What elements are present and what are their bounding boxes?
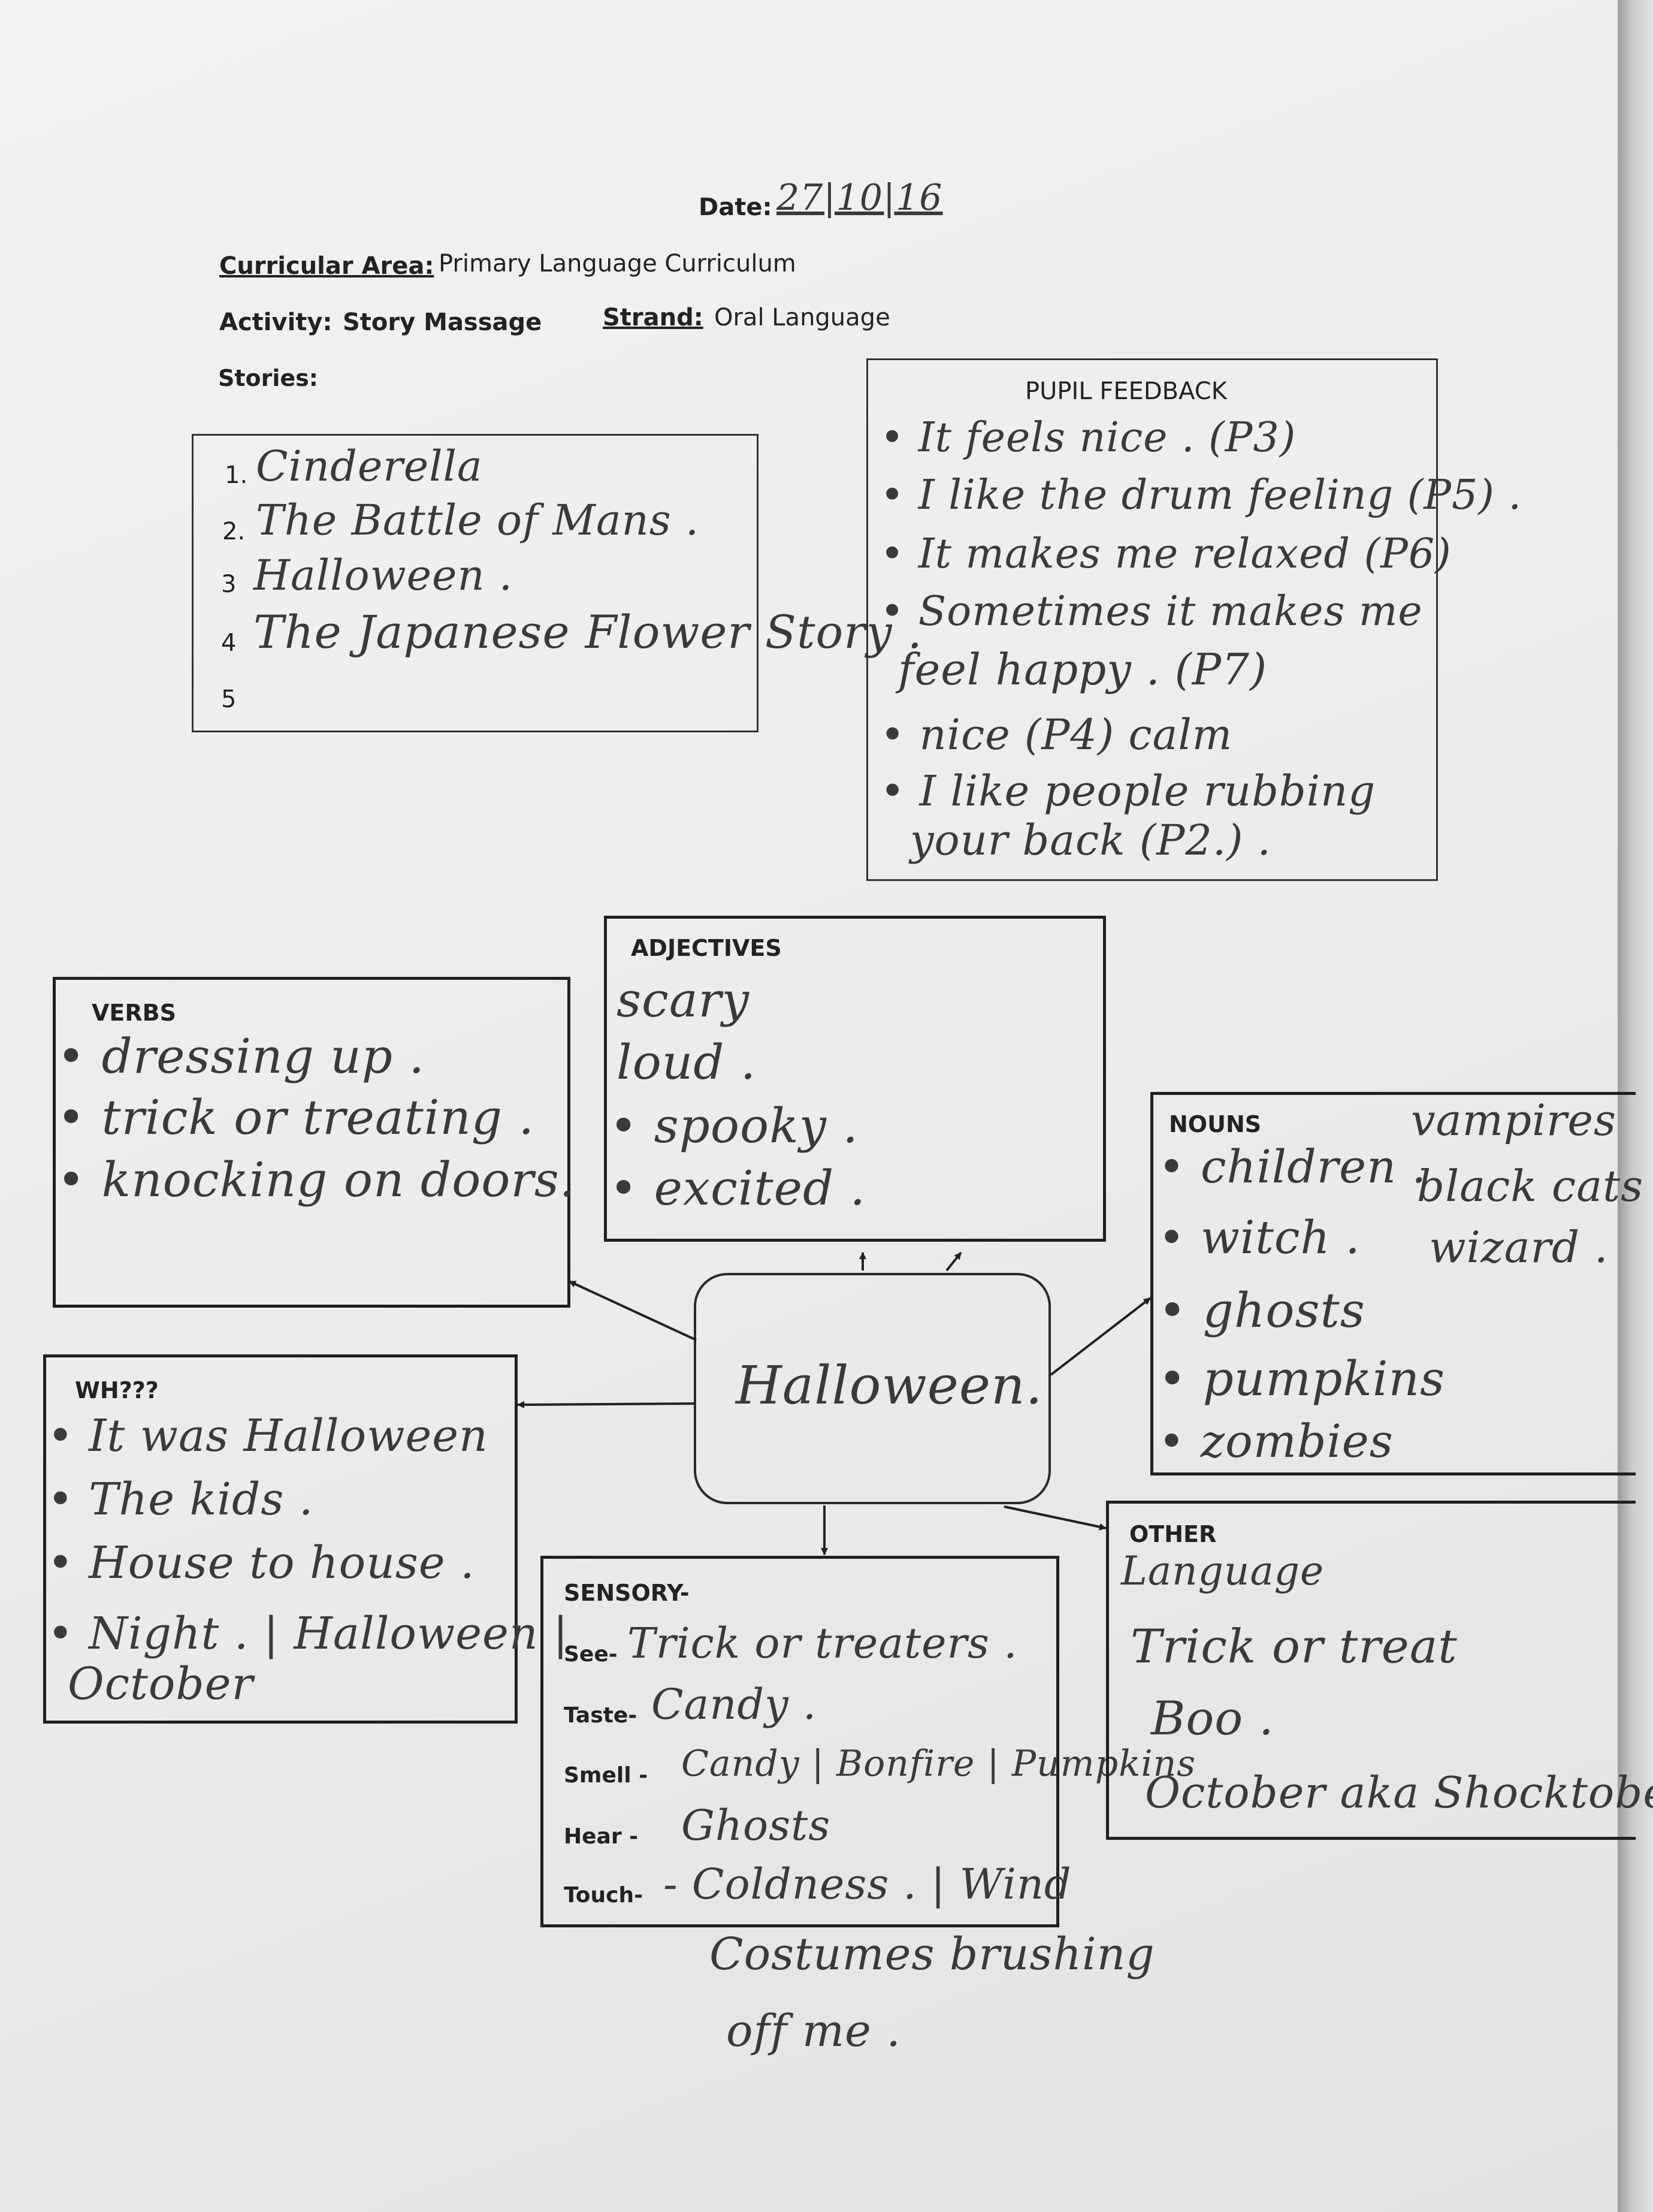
verb-item: • trick or treating . [57,1090,534,1145]
sensory-note: off me . [726,2005,901,2057]
pupil-feedback-box: PUPIL FEEDBACK • It feels nice . (P3) • … [866,358,1521,881]
feedback-line: • nice (P4) calm [880,710,1233,759]
sensory-label: Taste- [564,1703,637,1728]
nouns-box: NOUNS • children . • witch . • ghosts • … [1150,1092,1643,1475]
feedback-line: • I like the drum feeling (P5) . [880,472,1522,519]
noun-item: • zombies [1158,1414,1394,1468]
sensory-note: Costumes brushing [709,1929,1155,1980]
feedback-line: • It feels nice . (P3) [880,414,1297,461]
feedback-line: • Sometimes it makes me [880,588,1423,635]
wh-item: • It was Halloween [47,1410,488,1462]
sensory-value: Ghosts [681,1801,831,1850]
nouns-title: NOUNS [1169,1111,1262,1137]
sensory-label: Touch- [564,1883,643,1908]
wh-title: WH??? [75,1377,159,1404]
arrow-to-verbs [569,1280,697,1341]
sensory-value: Candy | Bonfire | Pumpkins [681,1743,1196,1785]
central-topic-box: Halloween. [694,1273,1051,1504]
other-title: OTHER [1129,1521,1217,1547]
stories-label: Stories: [218,365,318,391]
story-number: 2. [222,518,246,545]
stories-box: 1. Cinderella 2. The Battle of Mans . 3 … [192,434,922,732]
date-label: Date: [699,194,772,221]
other-item: Boo . [1151,1692,1274,1746]
pupil-feedback-title: PUPIL FEEDBACK [1025,378,1227,405]
sensory-value: Trick or treaters . [627,1619,1018,1668]
feedback-line: feel happy . (P7) [898,644,1268,695]
noun-item: wizard . [1429,1222,1609,1272]
verbs-title: VERBS [92,1000,176,1026]
verb-item: • dressing up . [57,1028,425,1084]
page-edge-shadow [1618,0,1653,2212]
story-number: 3 [221,571,237,598]
central-topic-text: Halloween. [736,1354,1043,1416]
strand-label: Strand: [603,304,703,331]
sensory-title: SENSORY- [564,1580,690,1606]
feedback-line: • I like people rubbing [880,766,1376,816]
noun-item: • ghosts [1158,1282,1365,1338]
sensory-value: Candy . [651,1680,817,1729]
arrow-to-wh [517,1401,696,1408]
sensory-value: - Coldness . | Wind [663,1860,1072,1909]
arrow-to-adjectives-2 [945,1251,962,1272]
story-number: 5 [221,686,237,713]
arrow-to-nouns [1050,1297,1152,1376]
activity-value: Story Massage [343,309,542,336]
other-item: October aka Shocktober [1145,1767,1653,1818]
adjective-item: loud . [617,1034,757,1090]
story-title: The Japanese Flower Story . [253,605,923,659]
activity-label: Activity: [219,309,333,336]
story-number: 4 [221,629,237,657]
wh-item: • Night . | Halloween | [47,1608,569,1659]
feedback-line: your back (P2.) . [910,816,1271,865]
sensory-box: SENSORY- See- Trick or treaters . Taste-… [540,1556,1195,1927]
story-title: The Battle of Mans . [256,496,700,545]
arrow-to-other [1004,1505,1107,1531]
date-value: 27|10|16 [776,177,943,219]
sensory-label: See- [564,1642,618,1667]
sensory-label: Hear - [564,1824,639,1849]
other-box: OTHER Language Trick or treat Boo . Octo… [1106,1501,1653,1840]
worksheet-page [0,0,1618,2212]
other-item: Trick or treat [1131,1620,1458,1674]
adjective-item: • spooky . [609,1098,859,1154]
noun-item: • witch . [1158,1211,1361,1264]
adjectives-title: ADJECTIVES [631,935,782,961]
story-title: Halloween . [253,551,513,600]
curricular-area-label: Curricular Area: [219,252,434,280]
noun-item: black cats [1417,1161,1644,1211]
noun-item: vampires [1411,1095,1616,1145]
adjective-item: • excited . [609,1160,866,1216]
adjectives-box: ADJECTIVES scary loud . • spooky . • exc… [604,916,1106,1242]
other-item: Language [1121,1548,1325,1594]
wh-item: October [68,1658,253,1710]
sensory-label: Smell - [564,1763,648,1788]
strand-value: Oral Language [714,304,890,331]
wh-item: • The kids . [47,1474,314,1525]
adjective-item: scary [617,972,750,1028]
noun-item: • pumpkins [1158,1351,1446,1407]
curricular-area-value: Primary Language Curriculum [439,250,796,277]
story-number: 1. [225,461,248,489]
verbs-box: VERBS • dressing up . • trick or treatin… [53,977,575,1308]
verb-item: • knocking on doors. [57,1152,576,1208]
wh-box: WH??? • It was Halloween • The kids . • … [43,1354,568,1724]
story-title: Cinderella [256,442,483,491]
feedback-line: • It makes me relaxed (P6) [880,530,1452,578]
noun-item: • children . [1158,1140,1427,1193]
wh-item: • House to house . [47,1537,475,1589]
